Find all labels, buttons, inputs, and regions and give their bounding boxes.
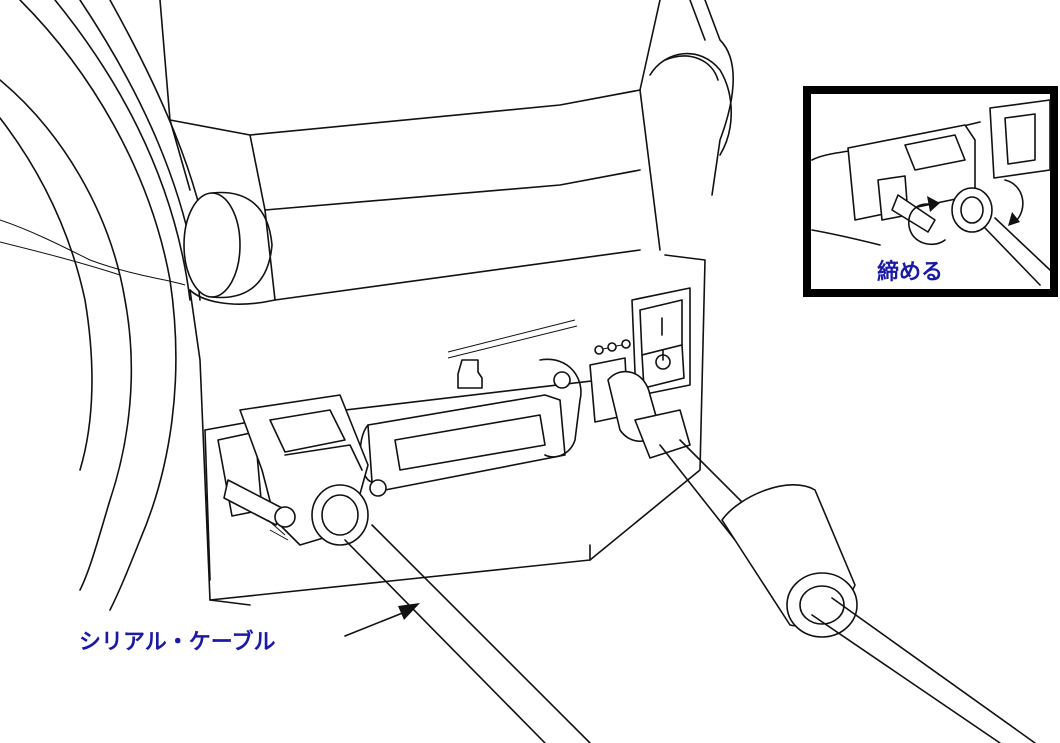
serial-cable-pointer <box>344 603 420 637</box>
parallel-port-icon <box>457 359 483 389</box>
power-on-off-icon <box>655 349 671 370</box>
printer-rear-panel <box>189 254 706 606</box>
parallel-port <box>359 358 582 497</box>
printer-side-cover <box>0 0 211 611</box>
serial-cable-label: シリアル・ケーブル <box>79 630 276 655</box>
serial-connector <box>217 394 369 546</box>
power-switch <box>631 287 691 397</box>
power-jack <box>589 357 691 459</box>
printer-top-cover <box>159 0 734 301</box>
rotate-clockwise-icon <box>908 179 1024 246</box>
tighten-label: 締める <box>877 260 944 285</box>
dc-polarity-icon <box>594 339 631 355</box>
inset-tighten-detail <box>803 86 1058 297</box>
hinge-left <box>183 191 273 299</box>
hinge-right <box>649 52 733 156</box>
power-cable <box>659 439 1036 743</box>
serial-cable <box>344 524 591 743</box>
